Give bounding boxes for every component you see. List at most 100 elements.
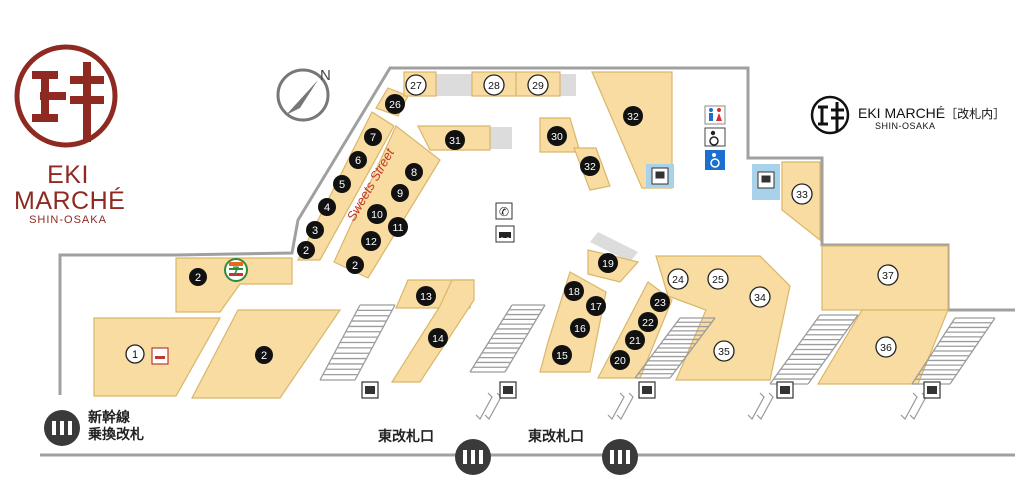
shop-number: 6 [355,155,361,167]
shop-marker-15[interactable]: 15 [552,345,572,365]
shop-marker-24[interactable]: 24 [667,268,689,290]
shop-marker-32[interactable]: 32 [580,156,600,176]
shop-marker-5[interactable]: 5 [333,175,351,193]
compass-icon: N [276,67,331,122]
brand-subtitle: SHIN-OSAKA [29,214,107,226]
phone-icon: ✆ [495,202,513,220]
eki-marche-logo-icon [14,44,118,148]
floor-outline-wall [58,66,1015,395]
shop-number: 10 [371,209,383,221]
shop-number: 2 [303,245,309,257]
shinkansen-gate-label: 新幹線 乗換改札 [88,410,144,444]
shop-number: 4 [324,202,330,214]
small-brand-name: EKI MARCHÉ [858,105,946,121]
shop-marker-13[interactable]: 13 [416,286,436,306]
shop-marker-21[interactable]: 21 [625,330,645,350]
shop-markers: 1222234567891011121314151617181920212223… [125,74,899,370]
shop-marker-12[interactable]: 12 [361,231,381,251]
shop-marker-37[interactable]: 37 [877,264,899,286]
shop-number: 20 [614,355,626,367]
compass-label: N [320,67,331,84]
shop-marker-18[interactable]: 18 [564,281,584,301]
shop-number: 25 [712,274,724,286]
ticket-machine-icon [361,381,941,399]
shop-marker-2[interactable]: 2 [255,346,273,364]
shop-marker-28[interactable]: 28 [483,74,505,96]
shop-number: 32 [584,161,596,173]
shop-marker-34[interactable]: 34 [749,286,771,308]
brand-title-line1: EKI [47,161,89,189]
shop-number: 16 [574,323,586,335]
shop-marker-2[interactable]: 2 [297,241,315,259]
shop-marker-35[interactable]: 35 [713,340,735,362]
shop-marker-2[interactable]: 2 [346,256,364,274]
shop-number: 1 [132,349,138,361]
shop-marker-27[interactable]: 27 [405,74,427,96]
shop-block-37 [821,245,949,311]
shop-number: 37 [882,270,894,282]
shop-number: 11 [393,222,404,234]
shop-number: 30 [551,131,563,143]
shop-marker-11[interactable]: 11 [388,217,408,237]
shop-number: 19 [602,258,614,270]
shop-marker-33[interactable]: 33 [791,183,813,205]
shop-number: 27 [410,80,422,92]
svg-text:7: 7 [233,264,240,278]
shop-marker-36[interactable]: 36 [875,336,897,358]
svg-text:✆: ✆ [499,205,509,219]
shop-marker-22[interactable]: 22 [638,312,658,332]
shinkansen-gate-line1: 新幹線 [88,410,130,426]
shop-marker-3[interactable]: 3 [306,221,324,239]
shop-number: 13 [420,291,432,303]
shop-marker-29[interactable]: 29 [527,74,549,96]
shop-number: 7 [370,132,376,144]
shop-marker-26[interactable]: 26 [385,94,405,114]
shop-marker-10[interactable]: 10 [367,204,387,224]
shop-number: 14 [432,333,444,345]
shop-number: 35 [718,346,730,358]
shop-marker-17[interactable]: 17 [586,296,606,316]
taxi-icon [495,225,515,243]
wheelchair-icon [705,150,725,170]
coin-locker-icon [651,167,775,189]
shop-marker-23[interactable]: 23 [650,292,670,312]
shop-marker-25[interactable]: 25 [707,268,729,290]
shop-marker-19[interactable]: 19 [598,253,618,273]
shop-number: 12 [365,236,377,248]
shop-marker-9[interactable]: 9 [391,184,409,202]
shop-number: 3 [312,225,318,237]
shop-marker-8[interactable]: 8 [405,163,423,181]
shop-marker-20[interactable]: 20 [610,350,630,370]
shop-marker-32[interactable]: 32 [623,106,643,126]
shop-number: 23 [654,297,666,309]
shop-number: 17 [590,301,602,313]
shop-marker-1[interactable]: 1 [125,344,145,364]
shop-number: 32 [627,111,639,123]
brand-title-line2: MARCHÉ [14,187,126,215]
shop-number: 18 [568,286,580,298]
shop-marker-7[interactable]: 7 [364,128,382,146]
shinkansen-gate-line2: 乗換改札 [88,427,144,443]
shop-number: 34 [754,292,766,304]
east-gate-label-2: 東改札口 [528,429,584,445]
accessible-toilet-icon [704,127,726,147]
shop-number: 15 [556,350,568,362]
shop-marker-31[interactable]: 31 [445,130,465,150]
shop-number: 2 [352,260,358,272]
shop-marker-30[interactable]: 30 [547,126,567,146]
shop-marker-6[interactable]: 6 [349,151,367,169]
shop-number: 24 [672,274,684,286]
shop-marker-4[interactable]: 4 [318,198,336,216]
small-brand-subtitle: SHIN-OSAKA [875,121,936,131]
shop-number: 22 [642,317,654,329]
blank-spaces [436,74,638,262]
convenience-store-icon: 7 [224,258,248,282]
shop-marker-14[interactable]: 14 [428,328,448,348]
shop-number: 28 [488,80,500,92]
shop-number: 31 [449,135,461,147]
shop-number: 36 [880,342,892,354]
shop-number: 26 [389,99,401,111]
shop-marker-2[interactable]: 2 [189,268,207,286]
shop-marker-16[interactable]: 16 [570,318,590,338]
